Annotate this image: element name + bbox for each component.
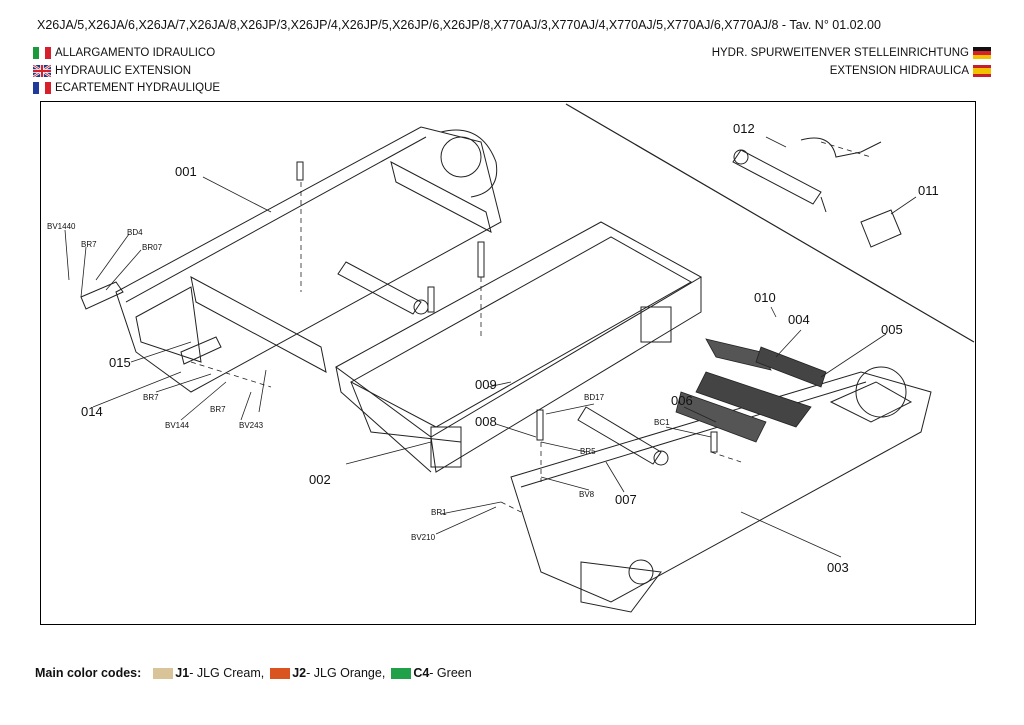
lang-row-es: EXTENSION HIDRAULICA [830, 63, 991, 79]
lang-row-fr: ECARTEMENT HYDRAULIQUE [33, 80, 220, 96]
callout-bv1440: BV1440 [47, 222, 76, 231]
callout-br7-c: BR7 [210, 405, 226, 414]
lang-row-it: ALLARGAMENTO IDRAULICO [33, 45, 215, 61]
callout-bc1: BC1 [654, 418, 670, 427]
callout-015: 015 [109, 355, 131, 370]
callout-br7-a: BR7 [81, 240, 97, 249]
lang-label-it: ALLARGAMENTO IDRAULICO [55, 47, 216, 59]
callout-008: 008 [475, 414, 497, 429]
callout-bd17: BD17 [584, 393, 605, 402]
callout-003: 003 [827, 560, 849, 575]
lang-row-en: HYDRAULIC EXTENSION [33, 63, 191, 79]
page-title: X26JA/5,X26JA/6,X26JA/7,X26JA/8,X26JP/3,… [37, 18, 881, 32]
c4-desc: - Green [429, 666, 472, 680]
lang-label-en: HYDRAULIC EXTENSION [55, 65, 192, 77]
callout-bv8: BV8 [579, 490, 595, 499]
callout-004: 004 [788, 312, 810, 327]
callout-br1: BR1 [431, 508, 447, 517]
lang-label-de: HYDR. SPURWEITENVER STELLEINRICHTUNG [711, 47, 969, 59]
italy-flag-icon [33, 47, 51, 59]
j2-code: J2 [292, 666, 307, 680]
callout-002: 002 [309, 472, 331, 487]
left-extension-frame [115, 126, 502, 393]
france-flag-icon [33, 82, 51, 94]
spain-flag-icon [973, 65, 991, 77]
germany-flag-icon [973, 47, 991, 59]
j1-code: J1 [175, 666, 190, 680]
callout-001: 001 [175, 164, 197, 179]
hydraulic-cylinder [337, 261, 669, 466]
callout-bv144: BV144 [165, 421, 190, 430]
callout-014: 014 [81, 404, 103, 419]
spare-cylinder [732, 137, 882, 213]
callout-br5: BR5 [580, 447, 596, 456]
callout-011: 011 [918, 183, 939, 198]
callout-005: 005 [881, 322, 903, 337]
right-extension-frame [510, 366, 932, 613]
callout-007: 007 [615, 492, 637, 507]
j2-color-swatch [270, 667, 291, 679]
exploded-parts-drawing: 001 002 003 004 005 006 007 008 009 010 … [40, 101, 976, 625]
callout-bv210: BV210 [411, 533, 436, 542]
color-codes-legend: Main color codes: J1 - JLG Cream, J2 - J… [35, 666, 472, 680]
j2-desc: - JLG Orange, [306, 666, 386, 680]
lang-label-es: EXTENSION HIDRAULICA [829, 65, 969, 77]
callout-009: 009 [475, 377, 497, 392]
lang-row-de: HYDR. SPURWEITENVER STELLEINRICHTUNG [712, 45, 991, 61]
callout-br07: BR07 [142, 243, 163, 252]
callout-bd4: BD4 [127, 228, 143, 237]
lang-label-fr: ECARTEMENT HYDRAULIQUE [55, 82, 221, 94]
callout-bv243: BV243 [239, 421, 264, 430]
uk-flag-icon [33, 65, 51, 77]
callout-012: 012 [733, 121, 755, 136]
callout-br7-b: BR7 [143, 393, 159, 402]
j1-color-swatch [153, 667, 174, 679]
c4-code: C4 [413, 666, 430, 680]
callout-006: 006 [671, 393, 693, 408]
color-codes-label: Main color codes: [35, 666, 142, 680]
j1-desc: - JLG Cream, [189, 666, 265, 680]
main-chassis [335, 221, 703, 473]
c4-color-swatch [391, 667, 412, 679]
callout-010: 010 [754, 290, 776, 305]
